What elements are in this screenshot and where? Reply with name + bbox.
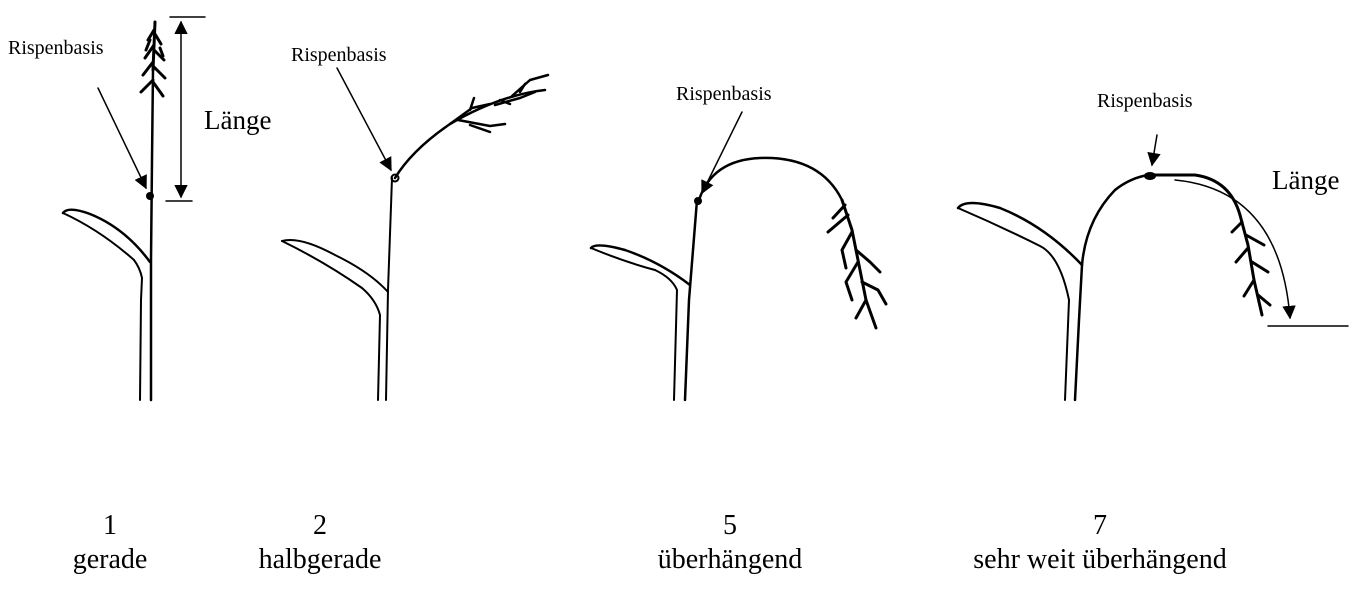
stage-1-description: gerade: [40, 543, 180, 577]
stage-2-caption: 2 halbgerade: [240, 509, 400, 577]
stage-2-score: 2: [240, 509, 400, 543]
stage-7-base-arrow: [1152, 135, 1157, 165]
stage-2-drawing: [282, 68, 548, 400]
stage-5-panicle-base-label: Rispenbasis: [676, 84, 772, 104]
stage-1-leaf: [63, 210, 150, 262]
stage-7-length-label: Länge: [1272, 167, 1339, 194]
stage-5-base-dot: [694, 197, 702, 205]
stage-5-caption: 5 überhängend: [620, 509, 840, 577]
stage-2-base-arrow: [337, 68, 391, 170]
stage-2-panicle-axis: [395, 90, 545, 178]
stage-5-score: 5: [620, 509, 840, 543]
stage-2-panicle-base-label: Rispenbasis: [291, 45, 387, 65]
stage-1-base-dot: [146, 192, 154, 200]
stage-5-panicle-arch: [699, 158, 842, 200]
stage-7-score: 7: [940, 509, 1260, 543]
stage-5-panicle: [828, 200, 886, 328]
stage-1-drawing: [63, 17, 205, 400]
stage-5-description: überhängend: [620, 543, 840, 577]
stage-1-base-arrow: [98, 88, 146, 188]
stage-7-stem: [1075, 175, 1148, 400]
stage-1-panicle-base-label: Rispenbasis: [8, 38, 104, 58]
stage-5-base-arrow: [702, 112, 742, 193]
stage-7-leaf: [958, 203, 1082, 265]
stage-7-description: sehr weit überhängend: [940, 543, 1260, 577]
stage-7-caption: 7 sehr weit überhängend: [940, 509, 1260, 577]
stage-2-stem: [386, 178, 392, 400]
stage-2-panicle: [450, 75, 548, 132]
stage-2-description: halbgerade: [240, 543, 400, 577]
stage-1-length-label: Länge: [204, 107, 271, 134]
stage-7-panicle-base-label: Rispenbasis: [1097, 91, 1193, 111]
stage-2-leaf: [282, 240, 388, 292]
stage-1-caption: 1 gerade: [40, 509, 180, 577]
stage-5-stem: [685, 200, 697, 400]
stage-5-drawing: [591, 112, 886, 400]
stage-7-base-dot: [1144, 172, 1156, 180]
stage-1-score: 1: [40, 509, 180, 543]
stage-1-stem: [151, 70, 153, 400]
